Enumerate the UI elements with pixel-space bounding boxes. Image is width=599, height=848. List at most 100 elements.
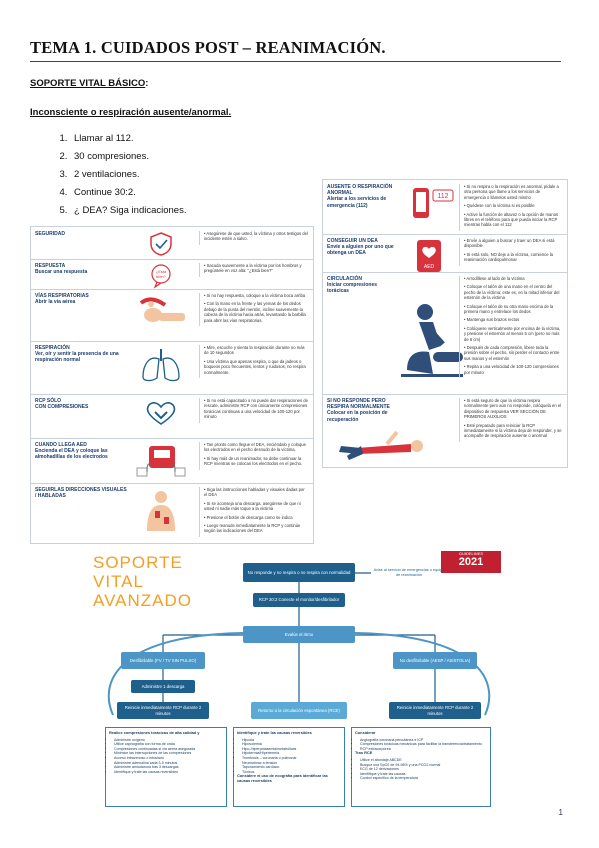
steps-list: Llamar al 112. 30 compresiones. 2 ventil… xyxy=(42,130,186,220)
step-item: 30 compresiones. xyxy=(70,148,186,166)
phone-112-icon: 112 xyxy=(399,184,461,229)
instruction-bullet: Si no hay respuesta, coloque a la víctim… xyxy=(204,293,309,298)
instruction-bullet: Repita a una velocidad de 100-120 compre… xyxy=(464,364,563,375)
recovery-position-icon xyxy=(327,422,447,467)
section-heading: SOPORTE VITAL BÁSICO: xyxy=(30,78,149,89)
lungs-icon xyxy=(131,345,193,390)
infographic-row: SEGUIRLAS DIRECCIONES VISUALES / HABLADA… xyxy=(31,483,313,543)
box-non-shockable: No desfibrilable (AESP / ASISTOLIA) xyxy=(393,652,477,669)
row-instructions: Arrodíllese al lado de la víctimaColoque… xyxy=(459,276,563,379)
page-title: TEMA 1. CUIDADOS POST – REANIMACIÓN. xyxy=(30,38,386,57)
consider-list: Angiografía coronaria percutánea e ICPCo… xyxy=(355,738,487,752)
step-item: 2 ventilaciones. xyxy=(70,166,186,184)
row-instructions: Si no está capacitado o no puede dar res… xyxy=(199,398,309,423)
row-instructions: Siga las instrucciones habladas y visual… xyxy=(199,487,309,537)
instruction-bullet: Después de cada compresión, libere toda … xyxy=(464,345,563,361)
list-item: Neumotórax a tensión xyxy=(242,761,341,766)
list-item: Identifique y trate las causas reversibl… xyxy=(114,770,223,775)
step-item: Llamar al 112. xyxy=(70,130,186,148)
row-subtitle: Envíe a alguien por uno que obtenga un D… xyxy=(327,244,394,257)
list-item: Hipovolemia xyxy=(242,742,341,747)
row-subtitle: Colocar en la posición de recuperación xyxy=(327,410,388,423)
post-rosc-list: Utilice el abordaje ABCDEBusque una SpO2… xyxy=(355,758,487,781)
instruction-bullet: Sacuda suavemente a la víctima por los h… xyxy=(204,263,309,274)
list-item: Hipo-/hiperpotasemia/metabólicas xyxy=(242,747,341,752)
box-resume-cpr-left: Reinicie inmediatamente RCP durante 2 mi… xyxy=(117,702,209,719)
list-item: Busque una SpO2 de 94-98% y una PCO2 nor… xyxy=(360,763,487,768)
instruction-bullet: Coloque el talón de una mano en el centr… xyxy=(464,284,563,300)
als-title: SOPORTE VITAL AVANZADO xyxy=(93,553,192,610)
guidelines-badge: GUIDELINES 2021 xyxy=(441,551,501,573)
row-title: CONSEGUIR UN DEA xyxy=(327,238,378,244)
list-item: Compresiones torácicas mecánicas para fa… xyxy=(360,742,487,747)
row-title: CIRCULACIÓN xyxy=(327,276,362,282)
row-label: SEGUIRLAS DIRECCIONES VISUALES / HABLADA… xyxy=(35,487,127,499)
instruction-bullet: Si hay más de un reanimador, se debe con… xyxy=(204,456,309,467)
person-pads-icon xyxy=(131,487,193,538)
quality-list: Administre oxígenoUtilice capnografía co… xyxy=(109,738,223,775)
list-item: Hipotermia/Hipertermia xyxy=(242,751,341,756)
instruction-bullet: Presione el botón de descarga como se in… xyxy=(204,515,309,520)
list-item: Control específico de la temperatura xyxy=(360,776,487,781)
row-instructions: Sacuda suavemente a la víctima por los h… xyxy=(199,263,309,277)
list-item: Hipoxia xyxy=(242,738,341,743)
instruction-bullet: Arrodíllese al lado de la víctima xyxy=(464,276,563,281)
list-item: Trombosis – coronaria o pulmonar xyxy=(242,756,341,761)
page-number: 1 xyxy=(558,808,563,817)
row-subtitle: CON COMPRESIONES xyxy=(35,404,89,411)
als-algorithm: SOPORTE VITAL AVANZADO GUIDELINES 2021 N… xyxy=(93,549,505,812)
instruction-bullet: Si no respira o la respiración es anorma… xyxy=(464,184,563,200)
aed-sign-icon: AED xyxy=(399,238,461,279)
row-subtitle: Encienda el DEA y coloque las almohadill… xyxy=(35,448,108,461)
svg-text:¿Está: ¿Está xyxy=(156,269,167,274)
instruction-bullet: Colóquese verticalmente por encima de la… xyxy=(464,326,563,342)
als-column-quality: Realice compresiones torácicas de alta c… xyxy=(105,727,227,807)
shield-check-icon xyxy=(131,231,193,262)
head-tilt-icon xyxy=(131,293,193,332)
box-shock-1: Administre 1 descarga xyxy=(131,680,195,693)
instruction-bullet: Siga las instrucciones habladas y visual… xyxy=(204,487,309,498)
list-item: Administre amiodarona tras 3 descargas xyxy=(114,765,223,770)
box-resume-cpr-right: Reinicie inmediatamente RCP durante 2 mi… xyxy=(389,702,481,719)
row-instructions: Mire, escuche y sienta la respiración du… xyxy=(199,345,309,379)
row-label: SEGURIDAD xyxy=(35,231,127,237)
row-title: SI NO RESPONDE PERO RESPIRA NORMALMENTE xyxy=(327,398,390,411)
instruction-bullet: Mantenga sus brazos rectos xyxy=(464,317,563,322)
instruction-bullet: Si está seguro de que la víctima respira… xyxy=(464,398,563,420)
list-item: Utilice el abordaje ABCDE xyxy=(360,758,487,763)
list-item: Administre oxígeno xyxy=(114,738,223,743)
row-title: CUANDO LLEGA AED xyxy=(35,442,87,448)
row-title: SEGUIRLAS DIRECCIONES VISUALES / HABLADA… xyxy=(35,487,127,500)
list-item: Angiografía coronaria percutánea e ICP xyxy=(360,738,487,743)
instruction-bullet: Una víctima que apenas respira, o que da… xyxy=(204,359,309,375)
row-instructions: Tan pronto como llegue el DEA, enciéndal… xyxy=(199,442,309,470)
infographic-row: SEGURIDADAsegúrese de que usted, la víct… xyxy=(31,227,313,260)
row-subtitle: Buscar una respuesta xyxy=(35,269,88,276)
row-title: RCP SÓLO xyxy=(35,398,62,404)
row-instructions: Si no hay respuesta, coloque a la víctim… xyxy=(199,293,309,327)
row-title: AUSENTE O RESPIRACIÓN ANORMAL xyxy=(327,184,393,197)
list-item: Taponamiento cardíaco xyxy=(242,765,341,770)
instruction-bullet: Si se aconseja una descarga, asegúrese d… xyxy=(204,501,309,512)
list-item: Acceso intravenoso o intraóseo xyxy=(114,756,223,761)
aed-sign-text: AED xyxy=(424,264,435,270)
bls-infographic-left: SEGURIDADAsegúrese de que usted, la víct… xyxy=(30,226,314,544)
list-item: Utilice capnografía con forma de onda xyxy=(114,742,223,747)
list-item: Minimice las interrupciones de las compr… xyxy=(114,751,223,756)
instruction-bullet: Active la función de altavoz o la opción… xyxy=(464,212,563,228)
instruction-bullet: Si está solo, NO deje a la víctima, comi… xyxy=(464,252,563,263)
instruction-bullet: Mire, escuche y sienta la respiración du… xyxy=(204,345,309,356)
row-title: RESPUESTA xyxy=(35,263,66,269)
instruction-bullet: Quédese con la víctima si es posible xyxy=(464,203,563,208)
